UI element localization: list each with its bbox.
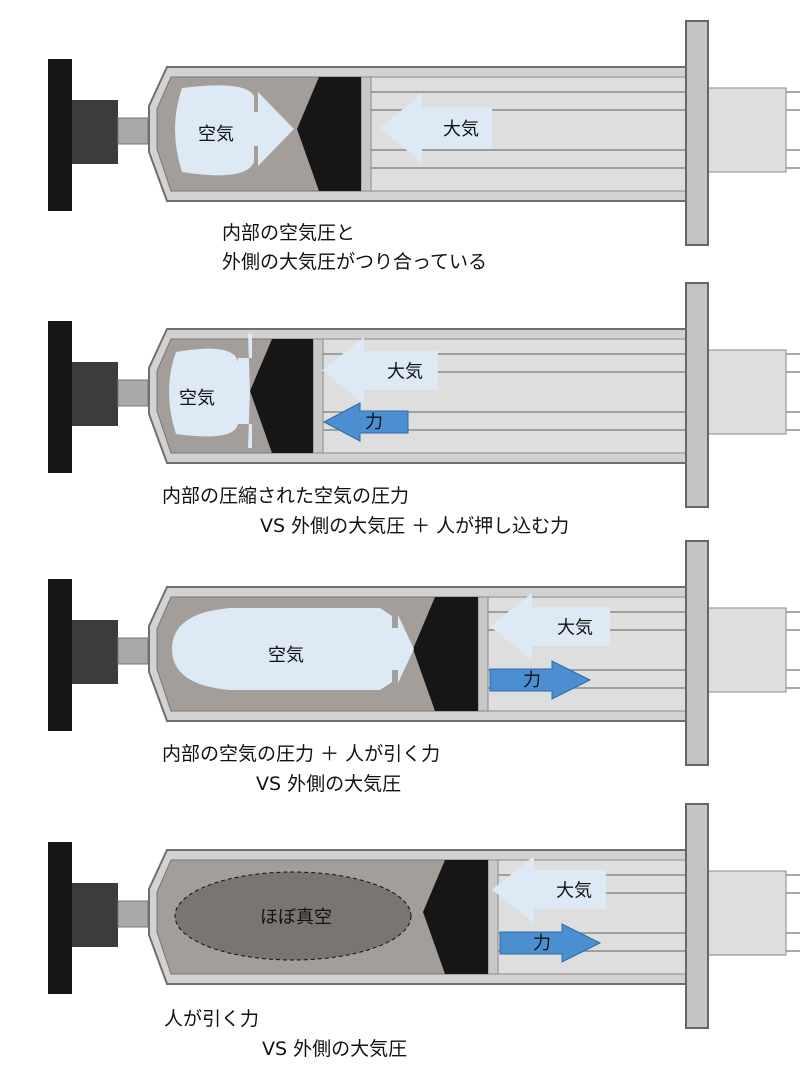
atmosphere-label: 大気 bbox=[443, 119, 479, 140]
plunger-rod-end bbox=[705, 349, 787, 435]
atmosphere-arrow bbox=[490, 593, 610, 660]
needle-connector bbox=[117, 117, 149, 145]
plunger-disk bbox=[312, 338, 324, 454]
cap-block bbox=[72, 362, 118, 426]
caption-2-line-1: 内部の圧縮された空気の圧力 bbox=[162, 485, 410, 507]
air-label: 空気 bbox=[198, 124, 234, 145]
air-bubble bbox=[169, 334, 252, 448]
air-label: 空気 bbox=[268, 645, 304, 666]
atmosphere-arrow bbox=[492, 856, 606, 923]
cap-block bbox=[72, 620, 118, 684]
force-arrow bbox=[489, 660, 592, 700]
air-bubble bbox=[172, 608, 414, 690]
vacuum-label: ほぼ真空 bbox=[260, 907, 332, 928]
end-cap bbox=[48, 842, 72, 994]
force-label: 力 bbox=[365, 412, 383, 433]
force-label: 力 bbox=[523, 670, 541, 691]
air-label: 空気 bbox=[179, 388, 215, 409]
flange bbox=[685, 20, 709, 246]
air-bubble bbox=[175, 85, 294, 176]
caption-3-line-1: 内部の空気の圧力 ＋ 人が引く力 bbox=[162, 743, 441, 765]
flange bbox=[685, 540, 709, 766]
syringe-panel-3: 空気 大気力 bbox=[48, 540, 800, 766]
force-arrow bbox=[322, 402, 409, 442]
plunger-disk bbox=[477, 596, 489, 712]
atmosphere-arrow bbox=[322, 337, 438, 404]
force-arrow bbox=[499, 923, 602, 963]
flange bbox=[685, 282, 709, 508]
caption-1-line-1: 内部の空気圧と bbox=[222, 222, 356, 244]
needle-connector bbox=[117, 900, 149, 928]
atmosphere-label: 大気 bbox=[557, 618, 593, 639]
needle-connector bbox=[117, 379, 149, 407]
rubber-stopper bbox=[423, 860, 488, 974]
caption-3-line-2: VS 外側の大気圧 bbox=[256, 773, 402, 795]
plunger-rod-end bbox=[705, 870, 787, 956]
plunger-rod-end bbox=[705, 87, 787, 173]
end-cap bbox=[48, 59, 72, 211]
syringe-panel-4: ほぼ真空 大気力 bbox=[48, 803, 800, 1029]
atmosphere-label: 大気 bbox=[387, 362, 423, 383]
rubber-stopper bbox=[413, 597, 478, 711]
end-cap bbox=[48, 579, 72, 731]
caption-2-line-2: VS 外側の大気圧 ＋ 人が押し込む力 bbox=[260, 515, 570, 537]
caption-4-line-2: VS 外側の大気圧 bbox=[262, 1038, 408, 1060]
flange bbox=[685, 803, 709, 1029]
end-cap bbox=[48, 321, 72, 473]
force-label: 力 bbox=[533, 933, 551, 954]
cap-block bbox=[72, 100, 118, 164]
syringe-panel-2: 空気 大気力 bbox=[48, 282, 800, 508]
syringe-panel-1: 空気 大気 bbox=[48, 20, 800, 246]
plunger-disk bbox=[360, 76, 372, 192]
plunger-disk bbox=[487, 859, 499, 975]
atmosphere-label: 大気 bbox=[556, 881, 592, 902]
caption-1-line-2: 外側の大気圧がつり合っている bbox=[222, 251, 488, 273]
rubber-stopper bbox=[297, 77, 361, 191]
vacuum-region bbox=[174, 871, 412, 961]
needle-connector bbox=[117, 637, 149, 665]
caption-4-line-1: 人が引く力 bbox=[164, 1008, 260, 1030]
rubber-stopper bbox=[250, 339, 313, 453]
cap-block bbox=[72, 883, 118, 947]
plunger-rod-end bbox=[705, 607, 787, 693]
atmosphere-arrow bbox=[380, 93, 492, 163]
